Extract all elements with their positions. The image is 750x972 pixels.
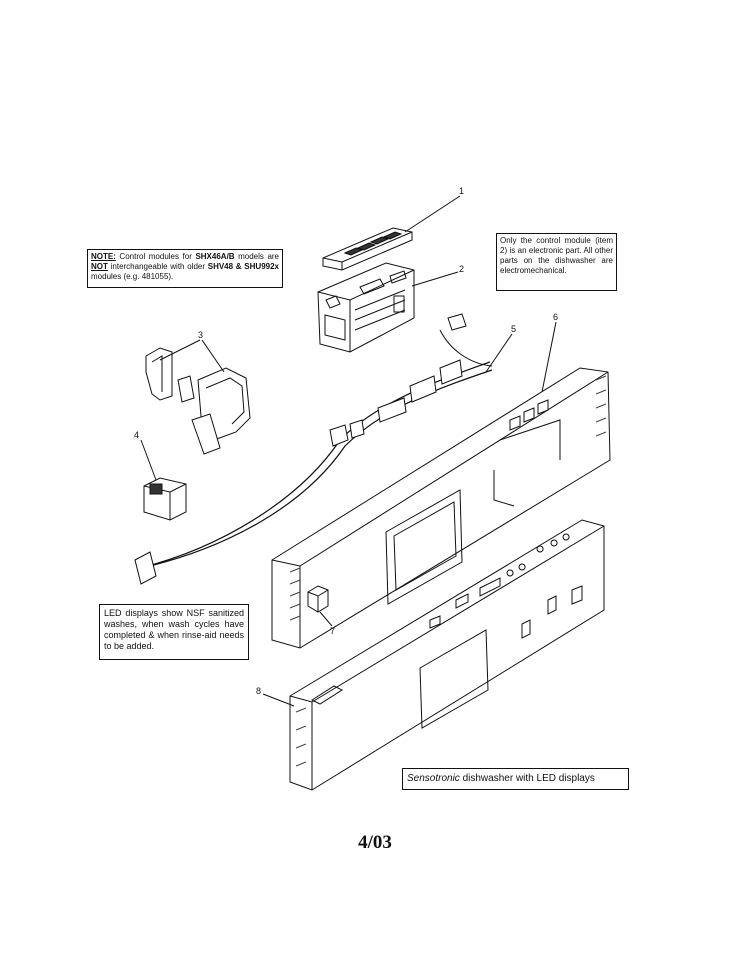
led-display-note: LED displays show NSF sanitized washes, … bbox=[99, 604, 249, 660]
leader-5 bbox=[485, 333, 513, 373]
part-5-wire-harness bbox=[134, 313, 493, 585]
leader-3b bbox=[201, 339, 225, 373]
callout-2: 2 bbox=[459, 264, 464, 274]
caption-italic: Sensotronic bbox=[407, 773, 460, 784]
note-text-1: Control modules for bbox=[115, 252, 196, 261]
note-label: NOTE: bbox=[91, 252, 116, 261]
note-model-b: SHV48 & SHU992x bbox=[207, 262, 279, 271]
leader-7 bbox=[319, 611, 333, 627]
part-1-keypad bbox=[322, 227, 413, 271]
part-7-led-block bbox=[307, 585, 329, 613]
note-text-4: modules (e.g. 481055). bbox=[91, 272, 174, 281]
part-4-switch bbox=[143, 477, 187, 521]
callout-5: 5 bbox=[511, 324, 516, 334]
part-6-front-panel bbox=[271, 367, 611, 649]
callout-4: 4 bbox=[134, 430, 139, 440]
note-model-a: SHX46A/B bbox=[195, 252, 235, 261]
callout-8: 8 bbox=[256, 686, 261, 696]
leader-4 bbox=[140, 439, 157, 481]
note-text-2: models are bbox=[234, 252, 279, 261]
part-3-hinge-brackets bbox=[145, 347, 251, 455]
leader-2 bbox=[411, 271, 459, 287]
diagram-caption: Sensotronic dishwasher with LED displays bbox=[402, 768, 629, 790]
note-box: NOTE: Control modules for SHX46A/B model… bbox=[87, 249, 283, 288]
callout-3: 3 bbox=[198, 330, 203, 340]
callout-1: 1 bbox=[459, 186, 464, 196]
leader-8 bbox=[262, 693, 295, 707]
callout-7: 7 bbox=[330, 626, 335, 636]
part-8-inner-panel bbox=[289, 519, 605, 791]
note-text-3: interchangeable with older bbox=[107, 262, 208, 271]
leader-6 bbox=[541, 321, 557, 393]
page-number: 4/03 bbox=[358, 832, 392, 853]
electronic-part-note: Only the control module (item 2) is an e… bbox=[496, 233, 617, 291]
part-2-control-module bbox=[317, 262, 415, 353]
note-not: NOT bbox=[91, 262, 108, 271]
caption-rest: dishwasher with LED displays bbox=[459, 773, 595, 784]
leader-1 bbox=[404, 195, 461, 233]
callout-6: 6 bbox=[553, 312, 558, 322]
leader-3a bbox=[159, 339, 201, 361]
